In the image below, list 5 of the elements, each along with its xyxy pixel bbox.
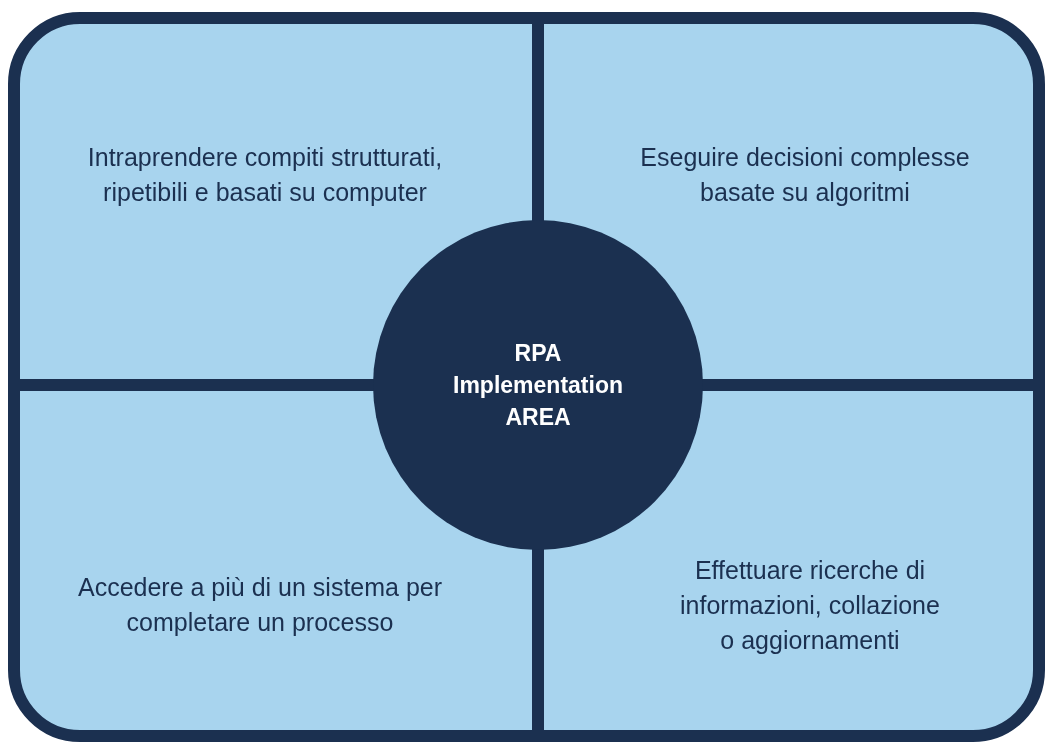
center-title: RPA Implementation AREA: [452, 339, 624, 432]
quadrant-text: Eseguire decisioni complesse basate su algoritmi: [639, 142, 971, 208]
quadrant-text: Accedere a più di un sistema per completare un processo: [76, 572, 444, 638]
quadrant-text: Effettuare ricerche di informazioni, collazione o aggiornamenti: [679, 555, 941, 656]
quadrant-text: Intraprendere compiti strutturati, ripetibili e basati su computer: [86, 142, 444, 208]
